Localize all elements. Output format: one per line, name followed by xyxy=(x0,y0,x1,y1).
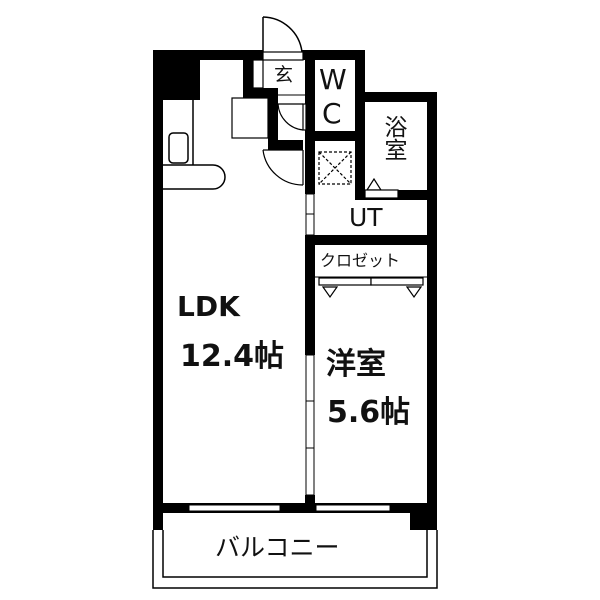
ldk-size: 12.4帖 xyxy=(180,339,285,374)
windows xyxy=(188,504,391,512)
wc-label-c: C xyxy=(322,97,342,130)
western-room-size: 5.6帖 xyxy=(327,395,411,430)
ut-sliding-door xyxy=(305,193,315,236)
bath-label: 浴室 xyxy=(380,115,406,161)
kitchen xyxy=(163,100,226,190)
western-sliding-door xyxy=(305,354,315,496)
washer-space xyxy=(318,151,352,185)
entrance-label: 玄 xyxy=(274,64,294,86)
entrance-fixtures xyxy=(231,51,307,186)
western-room-label: 洋室 xyxy=(326,347,386,382)
bath-door xyxy=(364,177,399,199)
balcony-frame xyxy=(152,530,438,589)
entrance-door xyxy=(262,16,303,53)
ldk-label: LDK xyxy=(177,290,240,323)
outer-walls xyxy=(153,50,437,530)
closet-doors xyxy=(318,277,424,299)
utility-label: UT xyxy=(349,203,383,232)
wc-label-w: W xyxy=(319,63,347,96)
closet-label: クロゼット xyxy=(320,251,401,270)
balcony-label: バルコニー xyxy=(215,533,340,562)
